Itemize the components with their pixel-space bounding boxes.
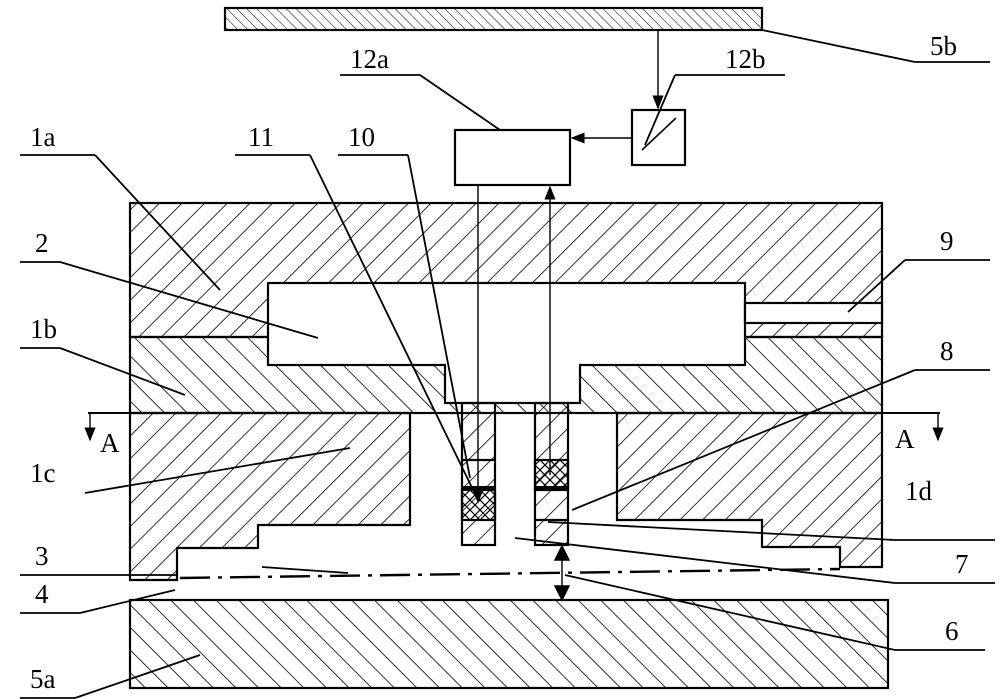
label-1c: 1c <box>30 458 56 488</box>
label-A-right: A <box>895 424 915 454</box>
label-1a: 1a <box>30 122 56 152</box>
chamber-neck <box>443 363 582 405</box>
label-12b: 12b <box>725 44 766 74</box>
chamber-2 <box>266 281 747 367</box>
sensor-right <box>533 458 570 492</box>
plate-5a <box>128 598 890 690</box>
label-9: 9 <box>940 226 954 256</box>
unit-12b <box>630 108 687 167</box>
label-10: 10 <box>348 122 375 152</box>
label-11: 11 <box>248 122 274 152</box>
label-8: 8 <box>940 336 954 366</box>
label-A-left: A <box>100 428 120 458</box>
plate-5b <box>223 6 764 32</box>
label-5a: 5a <box>30 664 56 694</box>
label-2: 2 <box>35 228 49 258</box>
label-12a: 12a <box>350 44 389 74</box>
label-1b: 1b <box>30 314 57 344</box>
label-6: 6 <box>945 616 959 646</box>
label-5b: 5b <box>930 31 957 61</box>
controller-12a <box>453 128 572 187</box>
label-4: 4 <box>35 579 49 609</box>
label-3: 3 <box>35 541 49 571</box>
label-7: 7 <box>955 549 969 579</box>
block-1c <box>128 411 412 582</box>
label-1d: 1d <box>905 476 933 506</box>
channel-9 <box>743 301 884 325</box>
block-1d <box>615 411 884 569</box>
